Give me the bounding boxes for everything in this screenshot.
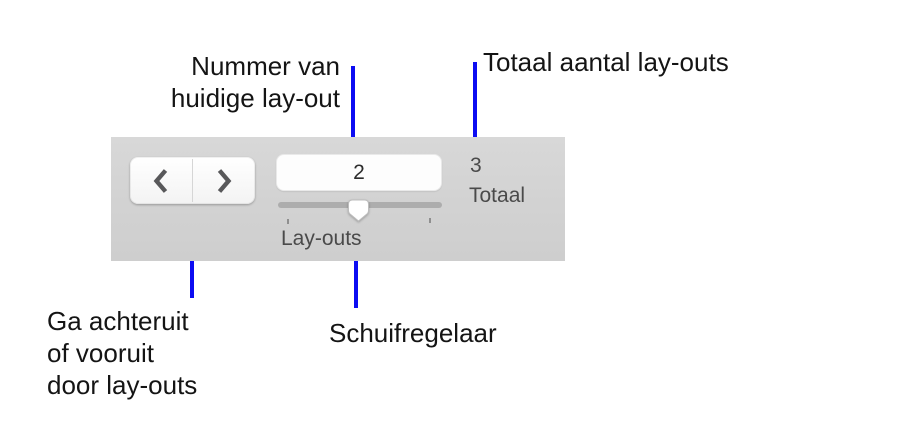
callout-line-to-slider [354, 220, 358, 308]
total-layout-count: 3 [470, 154, 482, 177]
callout-label-current-layout-number: Nummer van huidige lay-out [171, 50, 340, 114]
layout-number-field[interactable]: 2 [276, 154, 442, 191]
callout-label-line: of vooruit [47, 338, 154, 368]
layout-nav-segmented-control [130, 157, 255, 204]
slider-label: Lay-outs [281, 227, 362, 250]
chevron-left-icon [153, 168, 168, 193]
chevron-right-icon [217, 168, 232, 193]
callout-label-line: Nummer van [191, 51, 340, 81]
callout-label-line: huidige lay-out [170, 83, 340, 113]
callout-label-total-layouts: Totaal aantal lay-outs [483, 46, 729, 78]
callout-label-line: Totaal aantal lay-outs [483, 47, 729, 77]
callout-label-line: Schuifregelaar [329, 318, 497, 348]
callout-line-to-total-count [473, 62, 477, 150]
status-toolbar: 2 Lay-outs 3 Totaal [111, 137, 565, 261]
slider-tick-right [429, 218, 431, 223]
callout-line-to-number-field [351, 66, 355, 154]
slider-tick-left [287, 219, 289, 224]
callout-label-slider: Schuifregelaar [329, 317, 497, 349]
segment-divider [192, 159, 193, 202]
callout-label-line: door lay-outs [47, 370, 198, 400]
callout-label-line: Ga achteruit [47, 306, 189, 336]
callout-label-back-forward: Ga achteruit of vooruit door lay-outs [47, 305, 197, 401]
layout-slider-thumb[interactable] [347, 199, 370, 222]
next-layout-button[interactable] [193, 157, 255, 204]
previous-layout-button[interactable] [130, 157, 192, 204]
total-label: Totaal [469, 184, 526, 207]
